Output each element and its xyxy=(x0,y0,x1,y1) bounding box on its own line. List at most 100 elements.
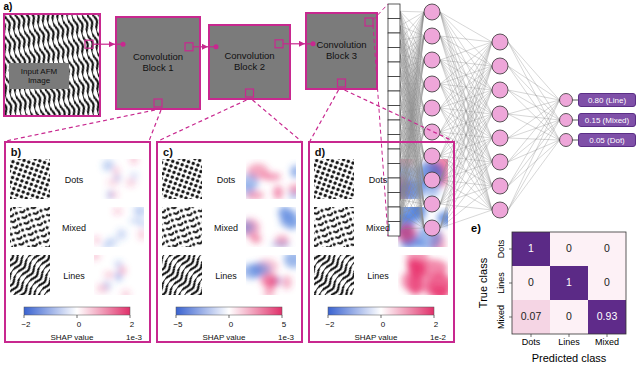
matrix-value: 1 xyxy=(528,243,534,255)
matrix-value: 0.93 xyxy=(597,311,617,323)
network-link xyxy=(400,84,424,171)
matrix-value: 0 xyxy=(528,277,534,289)
network-link xyxy=(508,140,560,186)
output-neuron xyxy=(560,134,573,147)
convolution-block: Convolution Block 1 xyxy=(115,16,201,110)
axis-title: True class xyxy=(477,258,489,308)
network-link xyxy=(508,42,560,120)
neuron xyxy=(424,4,440,20)
shap-blobs xyxy=(102,159,138,199)
axis-tick: 0 xyxy=(77,321,81,330)
shap-blob xyxy=(107,179,120,187)
tick-mark xyxy=(229,315,230,318)
network-link xyxy=(400,132,424,185)
shap-panel: b)DotsMixedLines−2021e-3SHAP value xyxy=(4,141,151,343)
network-link xyxy=(400,84,424,185)
feature-dot xyxy=(121,42,126,47)
tick-mark xyxy=(509,283,512,284)
arrow-connector xyxy=(201,46,208,47)
shap-blob xyxy=(424,285,447,295)
shap-blob xyxy=(262,173,281,181)
network-link xyxy=(508,90,560,140)
neuron xyxy=(424,196,440,212)
afm-thumbnail xyxy=(10,207,50,247)
neuron xyxy=(492,202,508,218)
tick-mark xyxy=(381,315,382,318)
flatten-cell xyxy=(388,178,400,193)
shap-map xyxy=(398,255,448,295)
matrix-cell xyxy=(512,266,550,300)
network-link xyxy=(508,90,560,100)
shap-blob xyxy=(133,207,144,217)
flatten-leader xyxy=(373,4,388,236)
network-link xyxy=(440,36,492,42)
neuron xyxy=(492,154,508,170)
receptive-field-square xyxy=(154,99,162,107)
network-link xyxy=(400,11,424,204)
tick-mark xyxy=(282,315,283,318)
matrix-value: 0 xyxy=(566,311,572,323)
tick-mark xyxy=(569,334,570,337)
network-link xyxy=(400,12,424,185)
output-probability-box: 0.05 (Dot) xyxy=(578,133,636,147)
network-link xyxy=(440,210,492,228)
shap-blob xyxy=(102,240,113,247)
network-link xyxy=(508,138,560,140)
dashed-connector xyxy=(310,90,453,141)
node-label: Convolution Block 3 xyxy=(310,40,373,62)
network-link xyxy=(508,66,560,100)
axis-tick: Lines xyxy=(558,338,580,348)
afm-thumbnail xyxy=(314,159,354,199)
neuron xyxy=(424,28,440,44)
network-link xyxy=(400,36,424,229)
network-link xyxy=(508,140,560,210)
node-label: 0.80 (Line) xyxy=(588,96,626,105)
axis-tick: 0 xyxy=(381,321,385,330)
afm-thumbnail xyxy=(162,207,202,247)
neuron xyxy=(424,220,440,236)
shap-blob xyxy=(138,229,144,240)
network-link xyxy=(440,42,492,108)
afm-thumbnail xyxy=(314,255,354,295)
row-label: Dots xyxy=(217,176,236,186)
matrix-cell xyxy=(550,232,588,266)
matrix-value: 1 xyxy=(566,277,572,289)
shap-blob xyxy=(264,288,275,295)
panel-letter: a) xyxy=(4,1,13,12)
neuron xyxy=(492,106,508,122)
network-link xyxy=(508,120,560,210)
matrix-cell xyxy=(588,266,626,300)
shap-panel: c)DotsMixedLines−5051e-3SHAP value xyxy=(156,141,303,343)
shap-blob xyxy=(121,289,131,295)
network-link xyxy=(400,11,424,228)
node-label: Convolution Block 2 xyxy=(213,51,286,73)
flatten-cell xyxy=(388,19,400,34)
arrow-connector xyxy=(291,43,305,44)
tick-mark xyxy=(434,315,435,318)
network-link xyxy=(400,204,424,214)
shap-blob xyxy=(246,191,264,199)
tick-mark xyxy=(130,315,131,318)
flatten-cell xyxy=(388,193,400,208)
panel-letter: e) xyxy=(471,222,481,234)
tick-mark xyxy=(176,315,177,318)
receptive-field-square xyxy=(185,43,193,51)
block-fill xyxy=(305,12,378,90)
network-link xyxy=(400,84,424,229)
shap-blob xyxy=(130,172,138,181)
row-label: Mixed xyxy=(214,224,238,234)
shap-blob xyxy=(290,165,296,178)
tick-mark xyxy=(607,334,608,337)
node-label: Input AFM Image xyxy=(9,63,69,89)
shap-map xyxy=(94,159,144,199)
axis-tick: 2 xyxy=(130,321,134,330)
neuron xyxy=(492,178,508,194)
shap-blobs xyxy=(94,207,144,247)
neuron xyxy=(424,52,440,68)
network-link xyxy=(400,180,424,229)
block-fill xyxy=(115,16,201,110)
network-link xyxy=(440,36,492,210)
network-link xyxy=(508,100,560,186)
shap-panel: d)DotsMixedLines−2021e-2SHAP value xyxy=(308,141,455,343)
flatten-cell xyxy=(388,77,400,92)
